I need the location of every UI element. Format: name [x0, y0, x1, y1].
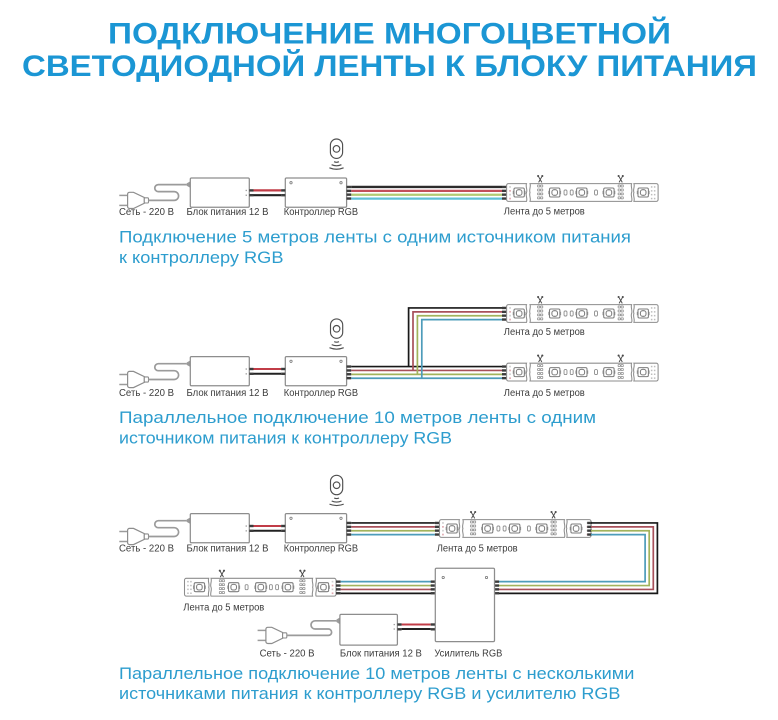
svg-text:Блок питания 12 В: Блок питания 12 В: [187, 544, 269, 555]
svg-text:Лента до 5 метров: Лента до 5 метров: [504, 388, 585, 399]
svg-text:Параллельное подключение 10 ме: Параллельное подключение 10 метров ленты…: [119, 664, 634, 683]
svg-text:СВЕТОДИОДНОЙ ЛЕНТЫ К БЛОКУ ПИТ: СВЕТОДИОДНОЙ ЛЕНТЫ К БЛОКУ ПИТАНИЯ: [22, 49, 757, 83]
svg-text:Параллельное подключение 10 ме: Параллельное подключение 10 метров ленты…: [119, 408, 596, 427]
svg-text:Контроллер RGB: Контроллер RGB: [284, 207, 359, 218]
svg-text:к контроллеру RGB: к контроллеру RGB: [119, 248, 284, 267]
svg-text:Сеть - 220 В: Сеть - 220 В: [260, 648, 315, 659]
svg-text:Подключение 5 метров ленты с о: Подключение 5 метров ленты с одним источ…: [119, 228, 631, 247]
svg-text:Сеть - 220 В: Сеть - 220 В: [119, 544, 174, 555]
svg-text:Блок питания 12 В: Блок питания 12 В: [340, 648, 422, 659]
svg-text:Блок питания 12 В: Блок питания 12 В: [187, 207, 269, 218]
svg-text:Сеть - 220 В: Сеть - 220 В: [119, 207, 174, 218]
svg-text:источником питания к контролле: источником питания к контроллеру RGB: [119, 429, 452, 448]
svg-text:Контроллер RGB: Контроллер RGB: [284, 388, 359, 399]
svg-text:Контроллер RGB: Контроллер RGB: [284, 544, 359, 555]
svg-text:ПОДКЛЮЧЕНИЕ МНОГОЦВЕТНОЙ: ПОДКЛЮЧЕНИЕ МНОГОЦВЕТНОЙ: [108, 17, 671, 51]
svg-text:Сеть - 220 В: Сеть - 220 В: [119, 388, 174, 399]
svg-text:Лента до 5 метров: Лента до 5 метров: [504, 327, 585, 338]
svg-text:Лента до 5 метров: Лента до 5 метров: [437, 544, 518, 555]
svg-text:источниками питания к контролл: источниками питания к контроллеру RGB и …: [119, 684, 620, 703]
svg-text:Лента до 5 метров: Лента до 5 метров: [183, 603, 264, 614]
svg-text:Усилитель RGB: Усилитель RGB: [434, 648, 502, 659]
svg-text:Блок питания 12 В: Блок питания 12 В: [187, 388, 269, 399]
svg-text:Лента до 5 метров: Лента до 5 метров: [504, 206, 585, 217]
